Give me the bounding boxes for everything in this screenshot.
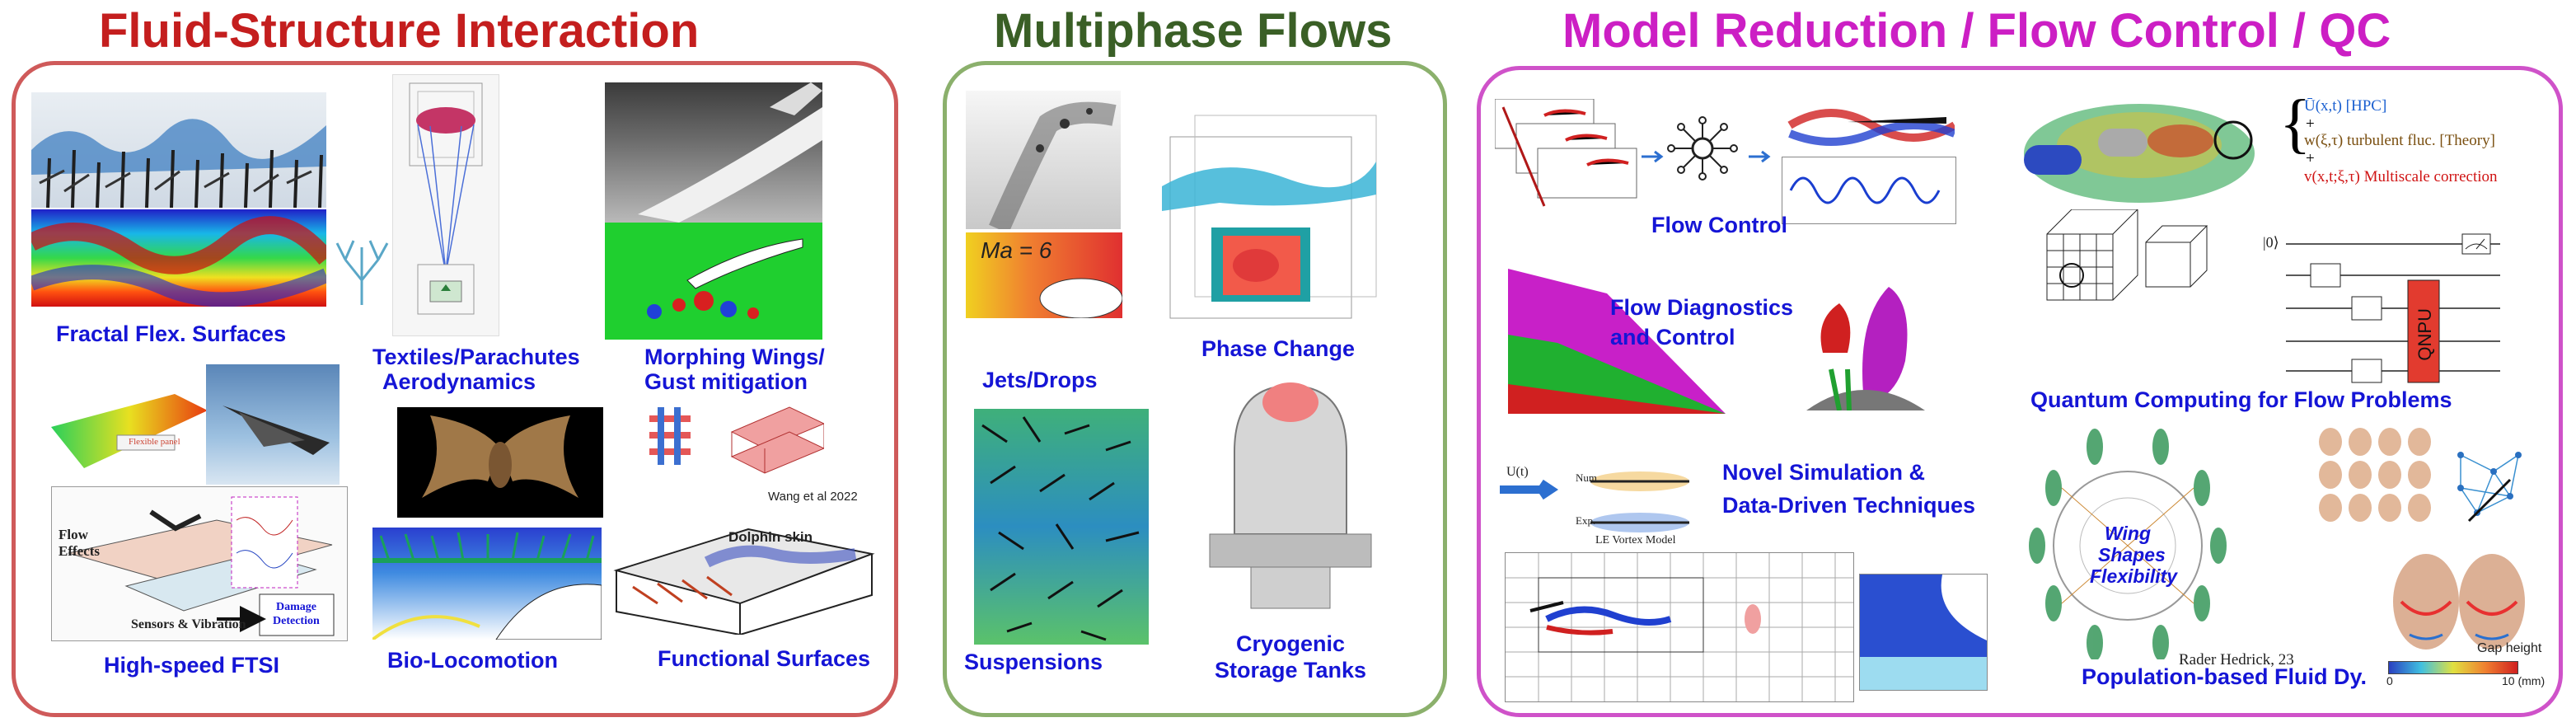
functional-structure-image (641, 399, 824, 488)
num-label: Num. (1576, 471, 1600, 484)
fractal-tree-icon (333, 231, 391, 305)
label-diag-2: and Control (1610, 325, 1735, 349)
label-cryo-2: Storage Tanks (1214, 658, 1367, 682)
flow-effects-label-2: Effects (59, 543, 101, 559)
turbulent-cylinders-image (2016, 96, 2263, 219)
gap-height-label: Gap height (2477, 641, 2542, 655)
label-cryo-1: Cryogenic (1235, 631, 1346, 656)
fsi-title: Fluid-Structure Interaction (99, 4, 700, 58)
jet-spray-image (966, 91, 1121, 229)
eq-plus-2: + (2306, 150, 2315, 167)
face-mesh-network (2444, 439, 2535, 537)
modelred-title: Model Reduction / Flow Control / QC (1562, 4, 2391, 58)
neural-network-icon (1663, 115, 1742, 181)
eq-brace: { (2279, 87, 2311, 160)
phylogeny-wings-image: Wing Shapes Flexibility (2004, 422, 2251, 659)
label-functional: Functional Surfaces (658, 646, 871, 671)
label-highspeed: High-speed FTSI (104, 653, 280, 678)
flow-contour-image (31, 209, 326, 307)
exp-label: Exp. (1576, 514, 1596, 527)
gust-cfd-image (605, 223, 822, 340)
arrow-icon-1 (1642, 148, 1666, 165)
label-diag-1: Flow Diagnostics (1610, 295, 1794, 320)
ut-label: U(t) (1506, 465, 1529, 479)
qnpu-label: QNPU (2414, 308, 2435, 361)
hypersonic-vehicle-photo (206, 364, 340, 485)
label-population: Population-based Fluid Dy. (2082, 664, 2368, 689)
lattice-cubes (2039, 209, 2220, 325)
eq-hpc-text: [HPC] (2345, 97, 2387, 115)
label-fractal: Fractal Flex. Surfaces (56, 321, 287, 346)
damage-label-2: Detection (273, 615, 320, 627)
le-vortex-label: LE Vortex Model (1595, 534, 1676, 546)
colorbar-max: 10 (mm) (2502, 674, 2546, 687)
label-biolocomotion: Bio-Locomotion (387, 648, 558, 673)
label-morphing-2: Gust mitigation (644, 369, 808, 394)
fractal-surface-image (31, 92, 326, 208)
faces-grid-image (2314, 425, 2438, 544)
quantum-circuit: |0⟩ QNPU (2261, 223, 2505, 384)
multiphase-title: Multiphase Flows (994, 4, 1393, 58)
label-suspensions: Suspensions (964, 650, 1103, 674)
damage-label-1: Damage (276, 601, 316, 613)
ftsi-schematic: Flow Effects Sensors & Vibration Damage … (51, 486, 348, 641)
label-textiles-2: Aerodynamics (382, 369, 536, 394)
lift-signal-plot (1782, 157, 1956, 224)
flow-snapshots (1495, 99, 1643, 214)
vortex-structure-image (1806, 270, 1925, 410)
le-vortex-model: U(t) Num. Exp. LE Vortex Model (1500, 448, 1706, 549)
label-novel-2: Data-Driven Techniques (1722, 493, 1976, 518)
dolphin-skin-label: Dolphin skin (728, 529, 813, 545)
flow-effects-label-1: Flow (59, 527, 88, 542)
cryogenic-tank-image (1201, 369, 1379, 617)
colorbar-min: 0 (2386, 674, 2393, 687)
rader-reference: Rader Hedrick, 23 (2179, 651, 2294, 668)
flexible-panel-label: Flexible panel (129, 437, 180, 447)
eq-line-multi: v(x,t;ξ,τ) Multiscale correction (2304, 168, 2498, 185)
morphing-wing-photo (605, 82, 822, 223)
mach-6-image: Ma = 6 (966, 232, 1122, 318)
label-phase: Phase Change (1201, 336, 1356, 361)
eq-theory-text: turbulent fluc. [Theory] (2346, 132, 2495, 149)
gap-colorbar (2388, 661, 2518, 674)
label-morphing-1: Morphing Wings/ (644, 345, 825, 369)
wing-label-1: Wing (2105, 523, 2151, 544)
eq-line-theory: w(ξ,τ) turbulent fluc. [Theory] (2304, 132, 2495, 149)
suspensions-image (974, 409, 1149, 645)
wang-reference: Wang et al 2022 (768, 490, 858, 504)
flow-diagnostics-image (1508, 260, 1726, 414)
dolphin-skin-image: Dolphin skin (608, 504, 877, 635)
label-quantum: Quantum Computing for Flow Problems (2030, 387, 2452, 412)
label-novel-1: Novel Simulation & (1722, 460, 1926, 485)
parachute-image (392, 74, 499, 336)
wake-contour (1782, 92, 1955, 155)
label-textiles-1: Textiles/Parachutes (372, 345, 580, 369)
face-gap-render (2385, 544, 2533, 651)
arrow-icon-2 (1749, 148, 1773, 165)
amr-grid-simulation (1505, 552, 1854, 702)
phase-change-box (1154, 112, 1381, 330)
wing-label-2: Shapes (2098, 544, 2166, 565)
ket-0-label: |0⟩ (2263, 234, 2279, 251)
bat-photo (397, 407, 603, 518)
wing-label-3: Flexibility (2090, 565, 2178, 587)
eq-plus-1: + (2306, 115, 2315, 133)
label-jets: Jets/Drops (982, 368, 1098, 392)
eq-line-hpc: Ū(x,t) [HPC] (2304, 97, 2387, 115)
phase-diagram-plot (1859, 574, 1988, 691)
sensors-label: Sensors & Vibration (131, 617, 246, 631)
label-flow-control: Flow Control (1651, 213, 1787, 237)
eq-multi-text: Multiscale correction (2363, 168, 2498, 185)
flexible-panel-contour: Flexible panel (51, 378, 208, 475)
bio-locomotion-sim (372, 528, 602, 640)
mach-number-label: Ma = 6 (981, 237, 1052, 263)
